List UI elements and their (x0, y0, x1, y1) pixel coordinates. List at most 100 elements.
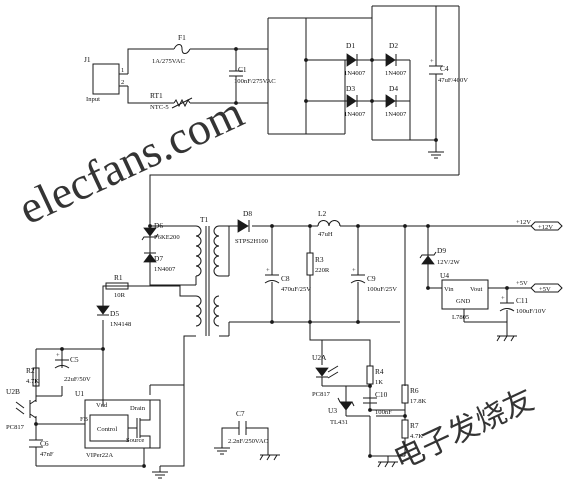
u4-part: L7805 (452, 314, 470, 321)
optocoupler-u2b: U2B PC817 (6, 387, 37, 431)
c5-ref: C5 (70, 355, 79, 364)
resistor-r3: R3 220R (306, 252, 330, 276)
diode-d4: D4 1N4007 (385, 84, 407, 118)
ground-secondary (496, 335, 517, 342)
u1-ref: U1 (75, 389, 84, 398)
r1-ref: R1 (114, 273, 123, 282)
d9-ref: D9 (437, 246, 446, 255)
rail-5v-flag: +5V (539, 286, 551, 293)
d6-value: P6KE200 (154, 234, 180, 241)
watermark-elecfans: elecfans.com (11, 86, 252, 234)
d3-value: 1N4007 (344, 111, 366, 118)
d6-ref: D6 (154, 221, 163, 230)
d4-value: 1N4007 (385, 111, 407, 118)
controller-u1: U1 Vdd FB Drain Source Control VIPer22A (75, 389, 161, 459)
f1-ref: F1 (178, 33, 186, 42)
capacitor-c9: + C9 100uF/25V (350, 267, 397, 293)
j1-pin1: 1 (121, 67, 124, 74)
u1-drain: Drain (130, 405, 146, 412)
u1-vdd: Vdd (96, 402, 108, 409)
capacitor-c1: C1 100nF/275VAC (229, 65, 276, 85)
rail-5v: +5V +5V (516, 280, 563, 293)
d8-value: STPS2H100 (235, 238, 269, 245)
c11-ref: C11 (516, 296, 528, 305)
u2b-ref: U2B (6, 387, 20, 396)
diode-d3: D3 1N4007 (344, 84, 372, 118)
u2a-ref: U2A (312, 353, 327, 362)
capacitor-c7: C7 2.2nF/250VAC (214, 409, 280, 461)
capacitor-c8: + C8 470uF/25V (264, 267, 311, 293)
d7-value: 1N4007 (154, 266, 176, 273)
capacitor-c5: + C5 22uF/50V (54, 349, 91, 383)
c8-ref: C8 (281, 274, 290, 283)
capacitor-c6: C6 47nF (29, 439, 54, 458)
c1-ref: C1 (238, 65, 247, 74)
d4-ref: D4 (389, 84, 398, 93)
u1-fb: FB (80, 416, 89, 423)
input-connector-j1: J1 1 2 Input (84, 55, 128, 103)
r7-value: 4.7K (410, 433, 423, 440)
c7-value: 2.2nF/250VAC (228, 438, 269, 445)
diode-d5: D5 1N4148 (96, 305, 132, 328)
resistor-r2: R2 4.7K (26, 366, 40, 387)
d5-ref: D5 (110, 309, 119, 318)
d7-ref: D7 (154, 254, 163, 263)
c5-value: 22uF/50V (64, 376, 91, 383)
c9-ref: C9 (367, 274, 376, 283)
u1-source: Source (126, 437, 144, 444)
d2-ref: D2 (389, 41, 398, 50)
ground-bulk (428, 151, 444, 159)
d1-value: 1N4007 (344, 70, 366, 77)
c6-ref: C6 (40, 439, 49, 448)
secondary-wiring (219, 224, 531, 386)
r2-ref: R2 (26, 366, 35, 375)
u1-block: Control (97, 426, 117, 433)
c10-ref: C10 (375, 390, 388, 399)
diode-d8: D8 STPS2H100 (235, 209, 269, 245)
svg-text:+: + (352, 267, 356, 274)
svg-text:+: + (56, 352, 60, 359)
resistor-r4: R4 1K (366, 365, 384, 386)
c6-value: 47nF (40, 451, 54, 458)
t1-ref: T1 (200, 215, 209, 224)
hv-rail (149, 174, 459, 227)
r2-value: 4.7K (26, 378, 39, 385)
bridge-wiring (304, 5, 460, 175)
c4-ref: C4 (440, 64, 449, 73)
svg-text:+: + (501, 295, 505, 302)
u4-vin: Vin (444, 286, 454, 293)
u3-ref: U3 (328, 406, 337, 415)
d2-value: 1N4007 (385, 70, 407, 77)
input-wiring (127, 17, 372, 135)
svg-text:+: + (430, 58, 434, 65)
c7-ref: C7 (236, 409, 245, 418)
rt1-ref: RT1 (150, 91, 163, 100)
d1-ref: D1 (346, 41, 355, 50)
r4-ref: R4 (375, 367, 384, 376)
c10-value: 100nF (375, 409, 392, 416)
capacitor-c11: + C11 100uF/10V (499, 295, 546, 315)
r6-ref: R6 (410, 386, 419, 395)
f1-value: 1A/275VAC (152, 58, 185, 65)
transformer-t1: T1 (195, 215, 220, 336)
d5-value: 1N4148 (110, 321, 132, 328)
ground-feedback (377, 456, 398, 468)
c11-value: 100uF/10V (516, 308, 546, 315)
shunt-regulator-u3: U3 TL431 (328, 397, 355, 426)
rail-12v: +12V +12V (516, 219, 563, 231)
r1-value: 10R (114, 292, 126, 299)
u2a-part: PC817 (312, 391, 331, 398)
r4-value: 1K (375, 379, 383, 386)
u2b-part: PC817 (6, 424, 25, 431)
u4-gnd: GND (456, 298, 471, 305)
inductor-l2: L2 47uH (317, 209, 341, 238)
tvs-d6: D6 P6KE200 (141, 221, 180, 241)
diode-d7: D7 1N4007 (143, 252, 176, 273)
resistor-r1: R1 10R (105, 273, 129, 299)
j1-label: Input (86, 96, 100, 103)
feedback-wiring (309, 322, 407, 458)
regulator-u4: U4 Vin Vout GND L7805 (440, 271, 489, 321)
u4-vout: Vout (470, 286, 483, 293)
r3-value: 220R (315, 267, 330, 274)
thermistor-rt1: RT1 NTC-5 (150, 91, 193, 111)
